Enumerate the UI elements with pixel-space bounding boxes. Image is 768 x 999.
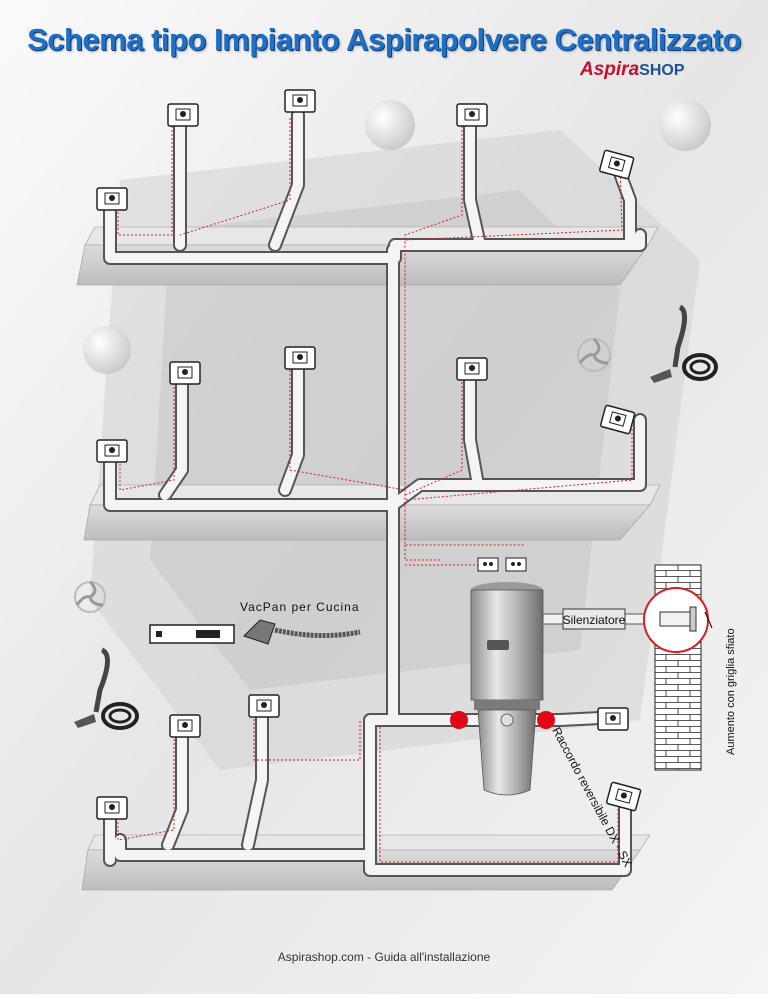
vacuum-cleaner-icon <box>650 304 718 383</box>
electrical-box-icon <box>477 557 527 572</box>
inlet-socket-icon <box>600 404 636 435</box>
reversible-fitting-right <box>537 711 555 729</box>
vacpan-label: VacPan per Cucina <box>240 600 360 614</box>
reversible-fitting-left <box>450 711 468 729</box>
exhaust-pipe <box>542 608 656 630</box>
inlet-socket-icon <box>248 694 280 718</box>
inlet-socket-icon <box>167 103 199 127</box>
decorative-sphere <box>365 100 415 150</box>
unit-logo-plate <box>487 640 509 650</box>
page-title: Schema tipo Impianto Aspirapolvere Centr… <box>27 22 741 57</box>
silencer-box <box>562 608 626 630</box>
inlet-socket-icon <box>599 149 635 180</box>
decorative-sphere <box>83 326 131 374</box>
central-vacuum-unit <box>470 582 544 796</box>
inlet-socket-icon <box>96 439 128 463</box>
airflow-swirl-icon <box>577 337 611 372</box>
inlet-socket-icon <box>597 707 629 731</box>
inlet-socket-icon <box>456 103 488 127</box>
inlet-socket-icon <box>96 796 128 820</box>
inlet-socket-icon <box>606 781 642 812</box>
inlet-socket-icon <box>284 89 316 113</box>
inlet-socket-icon <box>169 714 201 738</box>
brand-logo-primary: Aspira <box>580 59 640 80</box>
brand-logo-secondary: SHOP <box>639 62 685 79</box>
inlet-socket-icon <box>456 357 488 381</box>
airflow-swirl-icon <box>74 580 106 613</box>
inlet-socket-icon <box>169 361 201 385</box>
inlet-socket-icon <box>284 346 316 370</box>
vacuum-hose-handle <box>243 619 361 645</box>
vacuum-cleaner-icon <box>74 647 139 730</box>
decorative-sphere <box>659 99 711 151</box>
low-voltage-wiring <box>117 118 633 863</box>
brand-logo: AspiraSHOP <box>580 59 684 81</box>
inlet-socket-icon <box>96 187 128 211</box>
brick-wall <box>643 564 709 771</box>
silencer-label: Silenziatore <box>563 613 626 627</box>
vacpan-kitchen-inlet <box>149 624 235 644</box>
pipe-network <box>103 108 647 877</box>
page-footer: Aspirashop.com - Guida all'installazione <box>277 950 491 964</box>
exhaust-grille-label: Aumento con griglia sfiato <box>725 628 737 755</box>
